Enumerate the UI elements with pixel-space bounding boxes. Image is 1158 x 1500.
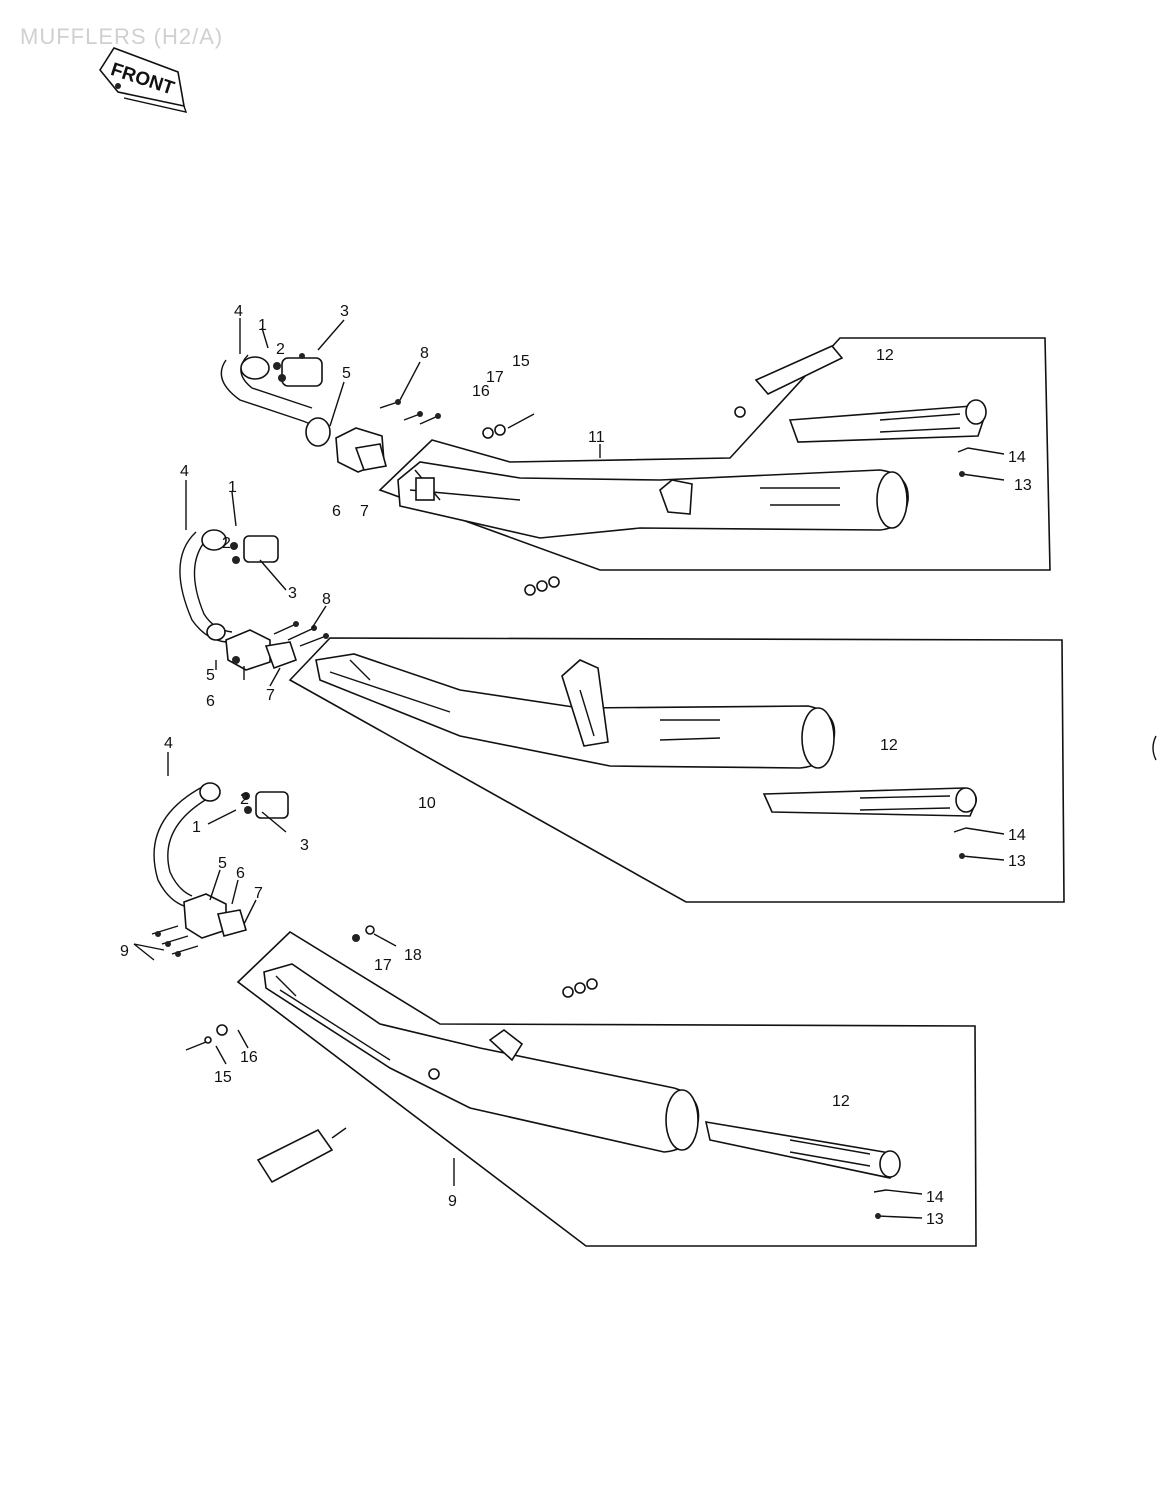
callout-3: 3 [300,837,309,854]
callout-17: 17 [374,957,392,974]
callout-14: 14 [1008,827,1026,844]
front-arrow-dot-icon [115,83,121,89]
callout-12: 12 [876,347,894,364]
callout-11: 11 [588,429,605,446]
callout-4: 4 [234,303,243,320]
callout-2: 2 [222,535,231,552]
callout-10: 10 [418,795,436,812]
callout-1: 1 [258,317,267,334]
callout-1: 1 [228,479,237,496]
callout-16: 16 [240,1049,258,1066]
muffler-assembly-9 [133,752,977,1247]
callout-13: 13 [1014,477,1032,494]
callout-17: 17 [486,369,504,386]
callout-12: 12 [832,1093,850,1110]
callout-9: 9 [120,943,129,960]
callout-6: 6 [236,865,245,882]
callout-2: 2 [240,791,249,808]
callout-1: 1 [192,819,201,836]
callout-8: 8 [420,345,429,362]
callout-15: 15 [512,353,530,370]
page-title: MUFFLERS (H2/A) [20,24,224,49]
callout-16: 16 [472,383,490,400]
callout-7: 7 [254,885,263,902]
callout-15: 15 [214,1069,232,1086]
callout-13: 13 [1008,853,1026,870]
callout-13: 13 [926,1211,944,1228]
callout-14: 14 [926,1189,944,1206]
callout-5: 5 [218,855,227,872]
callout-3: 3 [340,303,349,320]
front-badge: FRONT [99,47,188,113]
callout-14: 14 [1008,449,1026,466]
callout-6: 6 [332,503,341,520]
callout-5: 5 [206,667,215,684]
muffler-assembly-11 [220,318,1051,596]
callout-8: 8 [322,591,331,608]
callout-4: 4 [180,463,189,480]
callout-6: 6 [206,693,215,710]
callout-7: 7 [266,687,275,704]
callout-5: 5 [342,365,351,382]
callout-3: 3 [288,585,297,602]
callout-12: 12 [880,737,898,754]
callout-18: 18 [404,947,422,964]
callout-9: 9 [448,1193,457,1210]
callout-4: 4 [164,735,173,752]
callout-7: 7 [360,503,369,520]
muffler-assembly-10 [179,480,1065,903]
callout-2: 2 [276,341,285,358]
